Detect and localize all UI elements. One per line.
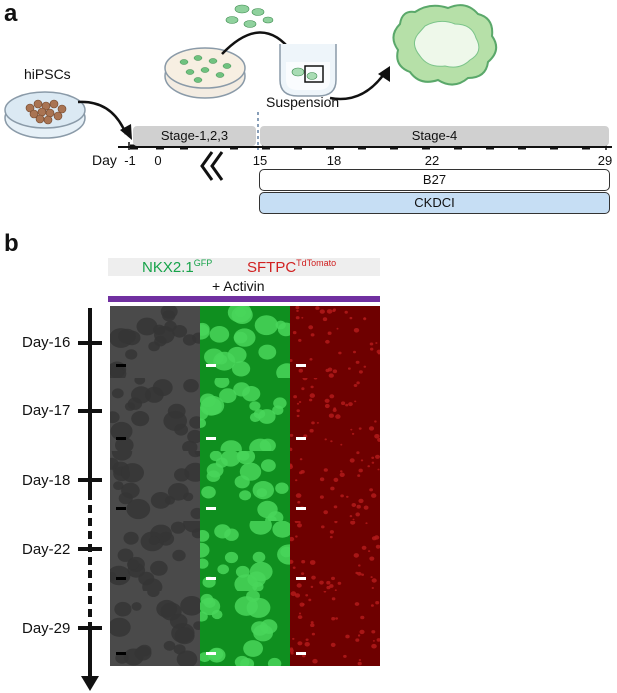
day-axis-word: Day (92, 152, 117, 168)
micrograph-tile-sftpc-tdtomato (290, 451, 380, 521)
micrograph-tile-nkx21-gfp (200, 591, 290, 666)
scale-bar (116, 364, 126, 367)
scale-bar (206, 577, 216, 580)
media-bar-ckdci: CKDCI (259, 192, 610, 214)
micrograph-tile-brightfield (110, 591, 200, 666)
scale-bar (296, 507, 306, 510)
scale-bar (206, 507, 216, 510)
micrograph-tile-brightfield (110, 451, 200, 521)
day-row-label: Day-17 (22, 402, 71, 419)
floating-spheroids-icon (225, 4, 274, 28)
micrograph-tile-brightfield (110, 306, 200, 378)
spheroid-dish-icon (164, 47, 246, 99)
micrograph-tile-sftpc-tdtomato (290, 591, 380, 666)
timeline-arrow-icon (78, 308, 102, 691)
scale-bar (206, 364, 216, 367)
sftpc-tdtomato-header: SFTPCTdTomato (247, 258, 337, 276)
scale-bar (116, 507, 126, 510)
stage-late-bar: Stage-4 (260, 126, 609, 146)
day-row-label: Day-16 (22, 334, 71, 351)
scale-bar (116, 652, 126, 655)
microscopy-grid (110, 306, 380, 666)
day-tick-label: 29 (597, 153, 613, 168)
day-row-label: Day-29 (22, 620, 71, 637)
channel-header-bar (108, 258, 380, 276)
hipsc-label: hiPSCs (24, 66, 71, 82)
stage-early-bar: Stage-1,2,3 (133, 126, 256, 146)
scale-bar (206, 437, 216, 440)
scale-bar (296, 577, 306, 580)
micrograph-tile-sftpc-tdtomato (290, 378, 380, 451)
scale-bar (206, 652, 216, 655)
suspension-label: Suspension (266, 94, 340, 110)
media-bar-b27: B27 (259, 169, 610, 191)
organoid-icon (392, 4, 498, 86)
panel-b-label: b (4, 230, 19, 257)
micrograph-tile-nkx21-gfp (200, 378, 290, 451)
suspension-tube-icon (279, 44, 337, 97)
micrograph-tile-brightfield (110, 378, 200, 451)
scale-bar (296, 437, 306, 440)
micrograph-tile-brightfield (110, 521, 200, 591)
axis-break-icon (200, 151, 224, 181)
day-tick-label: 15 (252, 153, 268, 168)
day-row-label: Day-18 (22, 472, 71, 489)
day-tick-label: 22 (424, 153, 440, 168)
curved-arrow-icon (77, 100, 128, 135)
scale-bar (296, 364, 306, 367)
scale-bar (116, 577, 126, 580)
panel-a-illustration (4, 4, 612, 150)
scale-bar (116, 437, 126, 440)
curved-arrow-icon (329, 73, 386, 101)
scale-bar (296, 652, 306, 655)
day-tick-label: -1 (124, 153, 136, 168)
activin-label: + Activin (212, 278, 265, 294)
day-row-label: Day-22 (22, 541, 71, 558)
activin-bar (108, 296, 380, 302)
micrograph-tile-nkx21-gfp (200, 521, 290, 591)
panel-a-label: a (4, 0, 18, 27)
day-tick-label: 0 (154, 153, 162, 168)
micrograph-tile-sftpc-tdtomato (290, 521, 380, 591)
micrograph-tile-nkx21-gfp (200, 306, 290, 378)
hipsc-dish-icon (4, 91, 86, 139)
day-tick-label: 18 (326, 153, 342, 168)
nkx21-gfp-header: NKX2.1GFP (142, 258, 213, 276)
micrograph-tile-nkx21-gfp (200, 451, 290, 521)
micrograph-tile-sftpc-tdtomato (290, 306, 380, 378)
